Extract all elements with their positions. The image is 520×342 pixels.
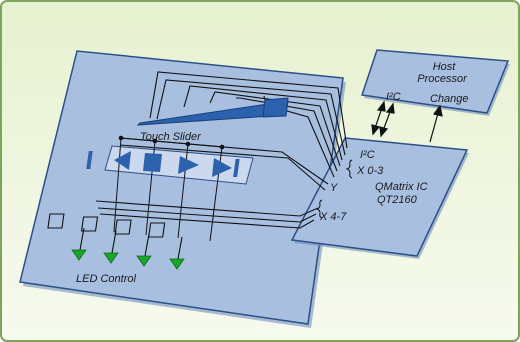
host-processor-title-line1: Host (433, 61, 457, 73)
board-surface (19, 50, 344, 325)
touch-slider-label: Touch Slider (140, 131, 202, 143)
led-drivers (47, 213, 183, 260)
host-processor-box (361, 49, 510, 114)
brace-x03 (345, 159, 353, 179)
led-icon (103, 252, 119, 264)
chip-name-line1: QMatrix IC (375, 181, 428, 193)
led-icon (71, 249, 87, 261)
chip-name-line2: QT2160 (377, 194, 418, 206)
host-processor-block: Host Processor I²C Change (361, 49, 510, 116)
touch-panel-board (19, 50, 346, 328)
driver-4 (148, 222, 166, 238)
host-ic-links (371, 100, 443, 143)
driver-3 (114, 219, 132, 235)
led-row (71, 249, 185, 270)
sense-bus-wires (95, 71, 348, 229)
led-control-label: LED Control (76, 273, 136, 285)
chip-i2c-label: I²C (360, 149, 375, 161)
led-icon (136, 255, 152, 267)
skip-back-icon (114, 151, 131, 170)
chip-x47-label: X 4-7 (319, 211, 347, 223)
host-processor-title-line2: Processor (417, 73, 468, 85)
skip-forward-icon (212, 158, 232, 177)
keypad (86, 135, 254, 242)
stop-icon (143, 153, 162, 172)
driver-1 (47, 213, 65, 229)
skip-forward-bar (233, 159, 240, 177)
play-icon (178, 156, 199, 174)
led-icon (169, 258, 185, 270)
chip-x03-label: X 0-3 (356, 165, 384, 177)
chip-y-label: Y (330, 182, 338, 194)
skip-back-bar (86, 151, 93, 169)
host-change-label: Change (430, 93, 469, 105)
host-i2c-label: I²C (386, 91, 401, 103)
driver-2 (80, 216, 99, 232)
